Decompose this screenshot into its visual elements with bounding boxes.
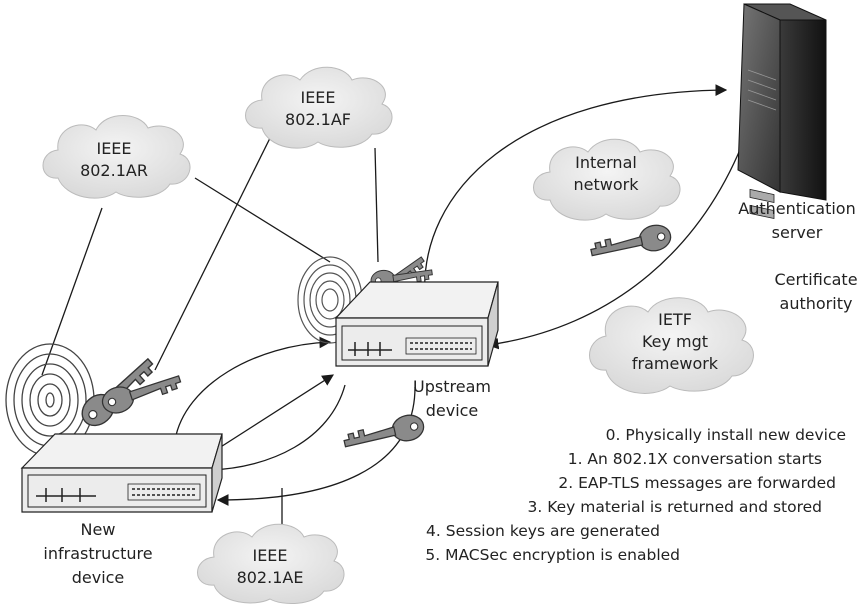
- line-8021af-to-new-device: [154, 127, 276, 371]
- upstream-device-label: Upstream device: [413, 377, 491, 420]
- cloud-label-line2: 802.1AE: [237, 568, 304, 587]
- cloud-icon: [589, 297, 754, 394]
- cloud-internal-network: Internal network: [533, 138, 681, 221]
- label-line2: infrastructure: [43, 544, 152, 563]
- cloud-label-line2: network: [574, 175, 640, 194]
- cloud-label-line1: IETF: [658, 310, 692, 329]
- arrow-upstream-to-new-2: [216, 386, 416, 506]
- cloud-icon: [197, 523, 345, 604]
- cloud-label-line3: framework: [632, 354, 719, 373]
- network-switch-icon: [20, 433, 223, 513]
- cloud-icon: [42, 115, 191, 199]
- arrow-new-to-upstream-2: [204, 374, 334, 458]
- step-5: 5. MACSec encryption is enabled: [425, 546, 680, 564]
- arrow-upstream-to-new-1: [208, 384, 346, 476]
- label-line1: New: [81, 520, 116, 539]
- arrow-new-to-upstream-1: [174, 336, 332, 441]
- label-line2: authority: [780, 294, 853, 313]
- cert-authority-label: Certificate authority: [774, 270, 857, 313]
- label-line1: Upstream: [413, 377, 491, 396]
- step-2: 2. EAP-TLS messages are forwarded: [558, 474, 836, 492]
- new-device-label: New infrastructure device: [43, 520, 152, 587]
- step-3: 3. Key material is returned and stored: [528, 498, 823, 516]
- step-0: 0. Physically install new device: [606, 426, 846, 444]
- key-icon: [341, 411, 427, 456]
- cloud-ietf: IETF Key mgt framework: [589, 297, 754, 394]
- step-1: 1. An 802.1X conversation starts: [568, 450, 822, 468]
- cloud-label-line1: IEEE: [300, 88, 335, 107]
- arrow-server-to-upstream: [486, 117, 753, 350]
- line-8021ar-to-new-device: [41, 207, 103, 376]
- step-4: 4. Session keys are generated: [426, 522, 660, 540]
- cloud-label-line2: Key mgt: [642, 332, 708, 351]
- cloud-label-line1: Internal: [575, 153, 637, 172]
- line-8021af-to-upstream: [374, 147, 379, 263]
- key-icon: [588, 221, 674, 265]
- server-tower-icon: [737, 3, 827, 220]
- label-line3: device: [72, 568, 125, 587]
- arrow-upstream-to-server: [424, 84, 728, 299]
- label-line2: server: [772, 223, 823, 242]
- label-line1: Certificate: [774, 270, 857, 289]
- label-line1: Authentication: [738, 199, 855, 218]
- cloud-icon: [245, 66, 393, 149]
- cloud-ieee-8021ae: IEEE 802.1AE: [197, 523, 345, 604]
- cloud-ieee-8021ar: IEEE 802.1AR: [42, 115, 191, 199]
- key-icon: [75, 351, 185, 433]
- line-8021ar-to-upstream: [194, 177, 331, 263]
- cloud-label-line2: 802.1AR: [80, 161, 148, 180]
- cloud-label-line1: IEEE: [252, 546, 287, 565]
- label-line2: device: [426, 401, 479, 420]
- cloud-ieee-8021af: IEEE 802.1AF: [245, 66, 393, 149]
- steps-list: 0. Physically install new device 1. An 8…: [425, 426, 846, 564]
- auth-server-label: Authentication server: [738, 199, 855, 242]
- cloud-label-line2: 802.1AF: [285, 110, 351, 129]
- cloud-icon: [533, 138, 681, 221]
- cloud-label-line1: IEEE: [96, 139, 131, 158]
- network-switch-icon: [334, 281, 499, 367]
